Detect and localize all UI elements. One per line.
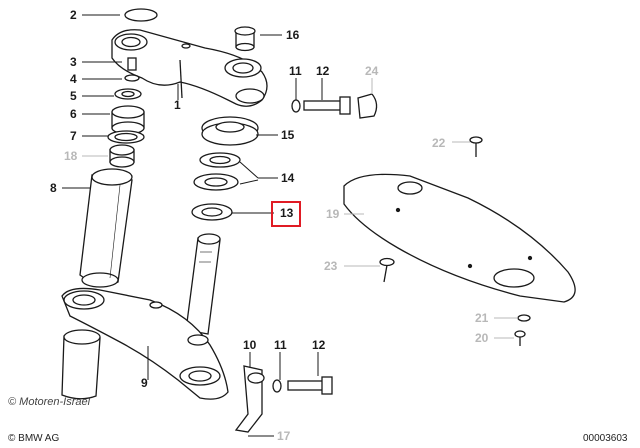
- bolt-part-16: [234, 26, 256, 52]
- screw-part-22: [469, 136, 483, 157]
- fork-tube-lower: [61, 329, 101, 400]
- callout-7: 7: [70, 129, 77, 143]
- screw-part-23: [379, 257, 395, 283]
- callout-11-lower: 11: [274, 338, 287, 352]
- washer-part-21: [517, 314, 531, 322]
- bracket-part-10: [234, 365, 265, 433]
- callout-22: 22: [432, 136, 446, 150]
- callout-5: 5: [70, 89, 77, 103]
- callout-13: 13: [280, 206, 294, 220]
- pinch-bolt-lower: [272, 376, 333, 395]
- nut-part-24: [357, 93, 378, 119]
- callout-1: 1: [174, 98, 181, 112]
- callout-16: 16: [286, 28, 300, 42]
- copyright-text: © BMW AG: [8, 433, 60, 444]
- callout-21: 21: [475, 311, 489, 325]
- diagram-number: 00003603: [583, 433, 628, 444]
- callout-17: 17: [277, 429, 291, 443]
- part-18-bushing: [109, 144, 135, 168]
- highlight-box-13: [271, 201, 301, 227]
- callout-4: 4: [70, 72, 77, 86]
- cover-plate-19: [343, 173, 576, 303]
- callout-24: 24: [365, 64, 379, 78]
- leader-lines-grey: [82, 78, 518, 339]
- callout-18: 18: [64, 149, 78, 163]
- callout-11-upper: 11: [289, 64, 302, 78]
- leader-lines: [62, 14, 323, 437]
- ring-part-15: [201, 116, 259, 146]
- watermark-text: © Motoren-Israel: [8, 396, 91, 408]
- callout-6: 6: [70, 107, 77, 121]
- pinch-bolt-upper: [291, 96, 351, 115]
- callout-12-lower: 12: [312, 338, 326, 352]
- callout-14: 14: [281, 171, 295, 185]
- lower-fork-bridge: [61, 287, 229, 400]
- cap-part-2: [124, 8, 158, 22]
- callout-15: 15: [281, 128, 295, 142]
- steering-stem: [185, 233, 221, 335]
- callout-3: 3: [70, 55, 77, 69]
- callout-19: 19: [326, 207, 340, 221]
- upper-fork-bridge: [111, 29, 268, 107]
- bearing-parts-14: [193, 152, 241, 191]
- callout-10: 10: [243, 338, 257, 352]
- callout-12-upper: 12: [316, 64, 330, 78]
- fork-tube-part-8: [79, 168, 133, 288]
- callout-23: 23: [324, 259, 338, 273]
- seal-part-13: [191, 203, 233, 221]
- callout-9: 9: [141, 376, 148, 390]
- callout-20: 20: [475, 331, 489, 345]
- left-stack-parts: [107, 57, 145, 144]
- callout-2: 2: [70, 8, 77, 22]
- screw-part-20: [514, 330, 526, 346]
- callout-8: 8: [50, 181, 57, 195]
